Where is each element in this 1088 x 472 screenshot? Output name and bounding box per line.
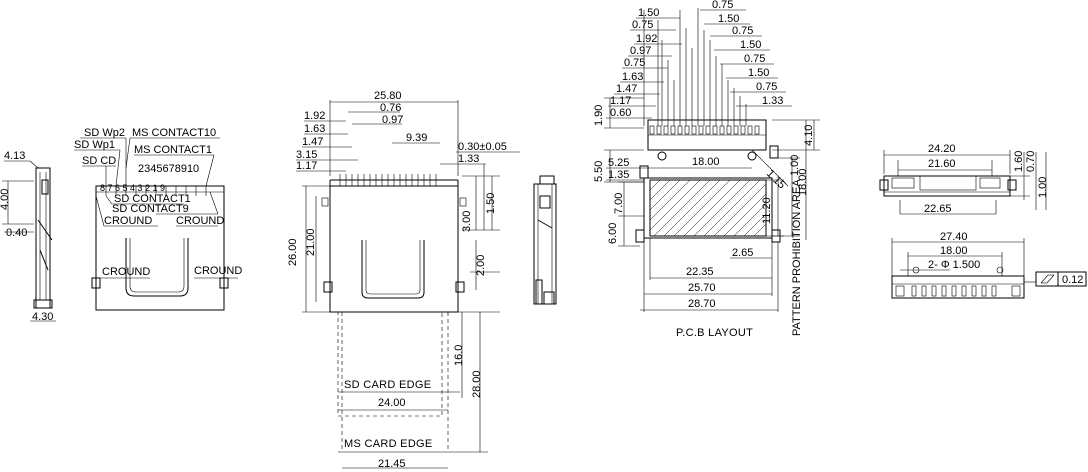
label-ground-4: CROUND: [194, 265, 242, 277]
label-sd-wp2: SD Wp2: [84, 127, 125, 139]
pcb-right-stack: 0.75 1.50 0.75 1.50 0.75 1.50 0.75 1.33: [712, 0, 783, 107]
pcb-dim-1-35: 1.35: [608, 169, 629, 181]
pcb-dim-r-1-33: 1.33: [762, 95, 783, 107]
pcb-dim-r-1-50-c: 1.50: [748, 67, 769, 79]
label-ground-1: CROUND: [104, 215, 152, 227]
dim-1-17: 1.17: [296, 160, 317, 172]
right-dim-22-65: 22.65: [924, 203, 952, 215]
bottom-pins: [911, 285, 997, 297]
pcb-dim-1-17: 1.17: [610, 95, 631, 107]
label-pin-numbers: 2345678910: [138, 163, 199, 175]
pcb-pad-row: [649, 125, 760, 135]
pcb-layout-title: P.C.B LAYOUT: [676, 327, 753, 339]
dim-0-30-tol: 0.30±0.05: [458, 141, 507, 153]
contact-pins: [105, 186, 207, 196]
label-sd-contact9: SD CONTACT9: [112, 203, 189, 215]
dim-2-00: 2.00: [475, 255, 487, 276]
right-dim-0-70: 0.70: [1025, 151, 1037, 172]
dim-0-40: 0.40: [6, 227, 27, 239]
pcb-dim-1-47: 1.47: [616, 83, 637, 95]
label-sd-wp1: SD Wp1: [74, 139, 115, 151]
right-dim-27-40: 27.40: [940, 231, 968, 243]
label-ground-3: CROUND: [102, 266, 150, 278]
pcb-dim-r-0-75-b: 0.75: [732, 25, 753, 37]
pcb-dim-1-50-a: 1.50: [638, 7, 659, 19]
right-dim-24-20: 24.20: [928, 143, 956, 155]
side-view-right: [533, 175, 557, 305]
pcb-left-stack: 1.50 0.75 1.92 0.97 0.75 1.63 1.47 1.17 …: [610, 7, 659, 119]
right-dim-1-00: 1.00: [1037, 177, 1049, 198]
dim-1-92: 1.92: [304, 110, 325, 122]
dim-9-39: 9.39: [406, 132, 427, 144]
top-view: [296, 100, 520, 469]
pcb-dim-0-75-a: 0.75: [632, 19, 653, 31]
dim-26-00: 26.00: [287, 238, 299, 266]
flatness-value: 0.12: [1062, 274, 1083, 286]
right-dim-21-60: 21.60: [928, 158, 956, 170]
label-sd-card-edge: SD CARD EDGE: [344, 379, 431, 391]
label-ms-card-edge: MS CARD EDGE: [344, 438, 433, 450]
dim-3-15: 3.15: [296, 149, 317, 161]
pcb-dim-7-00: 7.00: [613, 193, 625, 214]
pcb-dim-1-00: 1.00: [789, 155, 801, 176]
pcb-dim-4-10: 4.10: [803, 125, 815, 146]
dim-4-13: 4.13: [4, 150, 25, 162]
pcb-dim-6-00: 6.00: [607, 223, 619, 244]
dim-0-97: 0.97: [382, 114, 403, 126]
pcb-layout: [604, 8, 820, 312]
dim-28-00: 28.00: [471, 370, 483, 398]
pcb-dim-2-65: 2.65: [732, 247, 753, 259]
label-sd-cd: SD CD: [82, 155, 116, 167]
right-bottom-view: [891, 238, 1087, 299]
pcb-dim-r-1-50-b: 1.50: [740, 39, 761, 51]
pcb-dim-r-1-50-a: 1.50: [718, 13, 739, 25]
pattern-prohibition-label: PATTERN PROHIBITION AREA: [791, 179, 803, 336]
pcb-dim-1-15: 1.15: [764, 168, 788, 192]
dim-21-45: 21.45: [378, 458, 406, 470]
pcb-dim-0-60: 0.60: [610, 107, 631, 119]
pcb-dim-r-0-75-c: 0.75: [744, 53, 765, 65]
dim-4-00: 4.00: [0, 189, 11, 210]
dim-1-47: 1.47: [302, 136, 323, 148]
right-dim-1-60: 1.60: [1013, 151, 1025, 172]
pcb-dim-18-00-h: 18.00: [692, 156, 720, 168]
dim-1-33: 1.33: [458, 153, 479, 165]
right-dim-hole: 2- Φ 1.500: [928, 259, 980, 271]
label-ground-2: CROUND: [176, 215, 224, 227]
pcb-dim-18-00-v: 18.00: [797, 168, 809, 196]
dim-16-0: 16.0: [453, 345, 465, 366]
pcb-dim-11-20: 11.20: [761, 197, 773, 224]
dim-1-50: 1.50: [485, 193, 497, 214]
front-view: [74, 137, 238, 311]
dim-25-80: 25.80: [374, 90, 402, 102]
dim-21-00: 21.00: [305, 228, 317, 256]
pcb-dim-5-25: 5.25: [608, 157, 629, 169]
pcb-dim-25-70: 25.70: [688, 282, 716, 294]
dim-1-63: 1.63: [304, 123, 325, 135]
label-pin-numbers-sd: 8 7 6 5 4 3 2 1 9: [100, 183, 165, 193]
pcb-dim-r-0-75-a: 0.75: [712, 0, 733, 11]
label-ms-contact10: MS CONTACT10: [132, 127, 216, 139]
dim-3-00: 3.00: [461, 211, 473, 232]
label-ms-contact1: MS CONTACT1: [134, 144, 212, 156]
pcb-dim-0-75-b: 0.75: [624, 57, 645, 69]
pcb-dim-1-90: 1.90: [593, 105, 605, 126]
right-dim-18-00: 18.00: [940, 245, 968, 257]
right-top-view: [879, 150, 1047, 215]
pcb-dim-1-63: 1.63: [622, 71, 643, 83]
label-sd-contact1: SD CONTACT1: [114, 193, 191, 205]
dim-0-76: 0.76: [380, 102, 401, 114]
left-side-view: [2, 160, 56, 322]
pcb-dim-r-0-75-d: 0.75: [756, 81, 777, 93]
dim-4-30: 4.30: [32, 311, 53, 323]
pcb-dim-0-97: 0.97: [630, 45, 651, 57]
pcb-dim-5-50: 5.50: [593, 161, 605, 182]
pattern-prohibition-hatch: [649, 179, 767, 237]
pcb-dim-28-70: 28.70: [688, 298, 716, 310]
top-contact-pins: [339, 174, 437, 186]
dim-24-00: 24.00: [378, 397, 406, 409]
pcb-dim-1-92: 1.92: [636, 33, 657, 45]
pcb-dim-22-35: 22.35: [686, 266, 714, 278]
